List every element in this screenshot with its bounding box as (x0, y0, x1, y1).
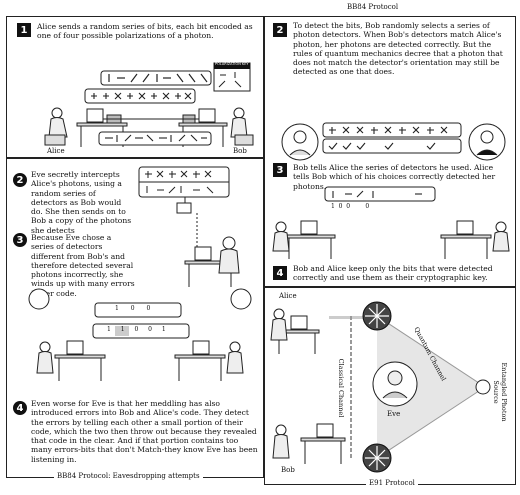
step-text: Even worse for Eve is that her meddling … (31, 399, 258, 464)
e91-panel: Alice Bob Eve Classical Channel Quantum … (264, 287, 516, 485)
alice-bits: 1 0 0 (115, 305, 151, 312)
step-number: 1 (17, 23, 31, 37)
e91-diagram (270, 301, 491, 473)
key-bits: 1 0 0 0 (331, 203, 370, 210)
step-text: Alice sends a random series of bits, eac… (37, 22, 253, 41)
step-number: 4 (13, 401, 27, 415)
step-number: 3 (273, 163, 287, 177)
step-text: To detect the bits, Bob randomly selects… (293, 21, 503, 77)
eve-label: Eve (387, 410, 401, 418)
step-text: Bob tells Alice the series of detectors … (293, 163, 496, 191)
polarization-key-label: POLARIZATION KEY (215, 62, 249, 66)
alice-label: Alice (279, 292, 297, 300)
step-number: 3 (13, 233, 27, 247)
bb84-step1-panel: 1 Alice sends a random series of bits, e… (6, 16, 264, 158)
step-text: Bob and Alice keep only the bits that we… (293, 264, 493, 283)
step-number: 2 (273, 23, 287, 37)
eavesdrop-panel: 2 Eve secretly intercepts Alice's photon… (6, 158, 264, 478)
bb84-right-panel: 2 To detect the bits, Bob randomly selec… (264, 16, 516, 287)
photon-sequence-bubble (44, 62, 254, 147)
bob-label: Bob (281, 466, 295, 474)
step-number: 2 (13, 173, 27, 187)
classical-channel-label: Classical Channel (337, 358, 345, 418)
detector-check-illustration (272, 122, 510, 259)
eavesdrop-caption: BB84 Protocol: Eavesdropping attempts (54, 472, 203, 480)
step-number: 4 (273, 266, 287, 280)
eve-interception-illustration (28, 166, 252, 381)
e91-caption: E91 Protocol (366, 479, 418, 487)
bob-label: Bob (233, 147, 247, 155)
bob-bits: 1 1 0 0 1 (107, 326, 166, 333)
step-text: Eve secretly intercepts Alice's photons,… (31, 170, 132, 235)
alice-label: Alice (47, 147, 65, 155)
entangled-source-label: Entangled Photon Source (492, 362, 508, 422)
step-text: Because Eve chose a series of detectors … (31, 233, 135, 298)
bb84-caption: BB84 Protocol (344, 3, 402, 11)
